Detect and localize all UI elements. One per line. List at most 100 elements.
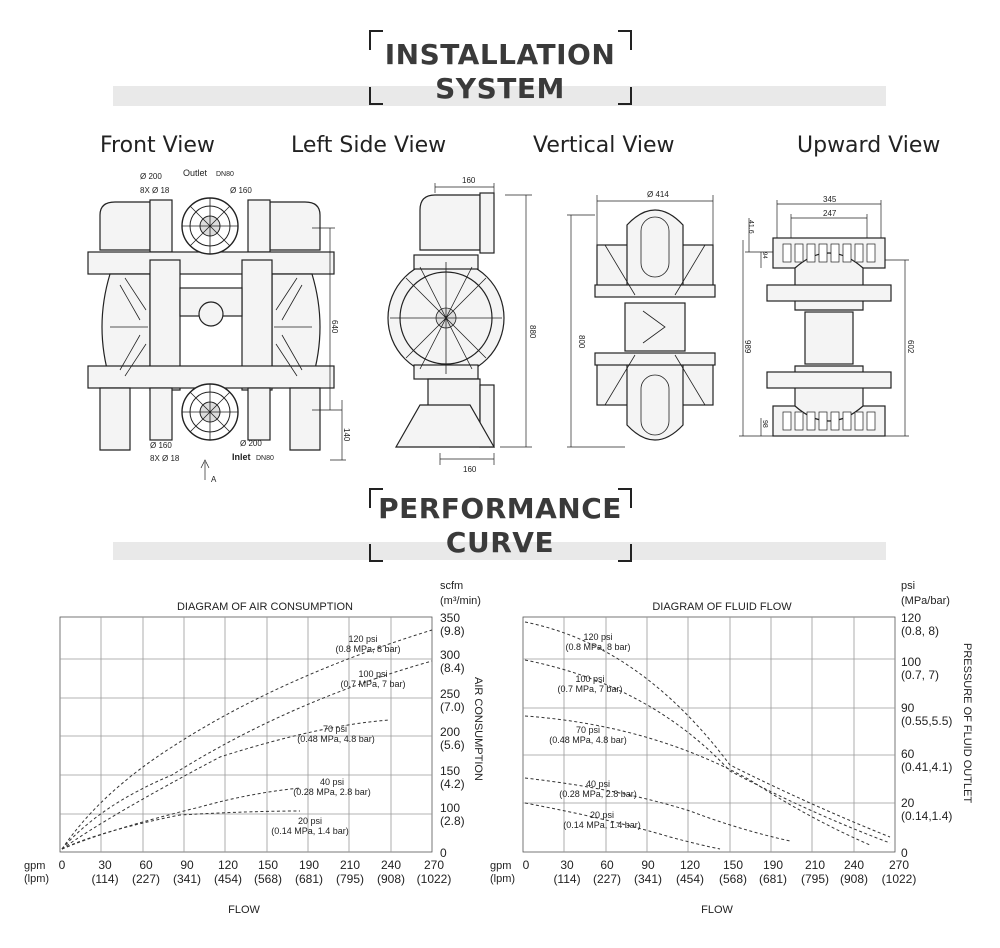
right-tick: 20 [901,796,915,810]
curve-sublabel-120: (0.8 MPa, 8 bar) [565,642,630,652]
curve-sublabel-100: (0.7 MPa, 7 bar) [340,679,405,689]
right-tick-sub: (5.6) [440,738,465,752]
x-tick-sub: (1022) [882,872,917,886]
right-tick: 0 [901,846,908,860]
bracket-bl [369,544,383,562]
front-view-drawing: Outlet DN80 Ø 200 8X Ø 18 Ø 160 640 140 … [87,168,350,484]
dim-140-label: 140 [342,428,350,442]
x-tick: 150 [258,858,278,872]
curve-label-100: 100 psi [358,669,387,679]
x-tick-sub: (114) [91,872,118,886]
right-tick: 350 [440,611,460,625]
x-tick: 120 [680,858,700,872]
outlet-dn-label: DN80 [216,171,234,178]
x-tick: 190 [763,858,783,872]
x-axis-title: FLOW [701,904,733,916]
x-tick-sub: (681) [295,872,323,886]
x-tick: 60 [139,858,153,872]
upward-dim-98: 98 [761,420,768,428]
x-tick: 240 [381,858,401,872]
vertical-view-drawing: Ø 414 800 [567,190,716,448]
performance-header: PERFORMANCE CURVE [0,488,1000,563]
grid [522,616,896,853]
x-tick-sub: (454) [214,872,242,886]
bracket-tr [618,30,632,50]
vertical-dim-414: Ø 414 [647,190,669,199]
x-tick: 60 [600,858,614,872]
right-tick: 90 [901,701,915,715]
upward-dim-602: 602 [906,340,915,354]
x-tick-sub: (341) [634,872,662,886]
right-ticks: 350 (9.8) 300 (8.4) 250 (7.0) 200 (5.6) … [440,611,465,860]
right-tick: 200 [440,725,460,739]
pressure-curves [61,629,433,850]
curve-label-100: 100 psi [575,674,604,684]
curve-label-120: 120 psi [348,634,377,644]
right-tick-sub: (0.41,4.1) [901,760,952,774]
curve-sublabel-20: (0.14 MPa, 1.4 bar) [271,826,349,836]
installation-title-line2: SYSTEM [435,72,565,105]
chart-title: DIAGRAM OF AIR CONSUMPTION [177,601,353,613]
x-tick: 270 [889,858,909,872]
x-tick-sub: (568) [719,872,747,886]
x-tick-sub: (1022) [417,872,452,886]
performance-title-line1: PERFORMANCE [378,492,622,525]
bracket-tl [369,488,383,508]
right-tick: 100 [901,655,921,669]
x-tick-sub: (341) [173,872,201,886]
vertical-view-title: Vertical View [533,133,675,158]
upward-dim-345: 345 [823,195,837,204]
left-dim-880: 880 [528,325,537,339]
curve-sublabel-40: (0.28 MPa, 2.8 bar) [293,787,371,797]
right-unit-1: scfm [440,580,463,592]
x-tick-sub: (454) [676,872,704,886]
right-tick-sub: (4.2) [440,777,465,791]
x-tick-sub: (227) [132,872,160,886]
d160-top-label: Ø 160 [230,186,252,195]
right-tick-sub: (0.7, 7) [901,668,939,682]
x-tick-sub: (681) [759,872,787,886]
x-axis-title: FLOW [228,904,260,916]
holes-top-label: 8X Ø 18 [140,186,170,195]
right-tick: 60 [901,747,915,761]
right-tick-sub: (0.55,5.5) [901,714,952,728]
right-axis-title: AIR CONSUMPTION [472,677,484,781]
right-tick-sub: (7.0) [440,700,465,714]
x-unit-1: gpm [24,860,45,872]
inlet-label: Inlet [232,452,251,462]
curve-sublabel-70: (0.48 MPa, 4.8 bar) [549,735,627,745]
x-tick: 90 [180,858,194,872]
x-ticks: 0 30 (114) 60 (227) 90 (341) 120 (454) 1… [59,858,452,886]
upward-dim-94: 94 [761,252,767,259]
curve-label-20: 20 psi [298,816,322,826]
x-tick: 0 [59,858,66,872]
right-tick-sub: (2.8) [440,814,465,828]
curve-label-40: 40 psi [320,777,344,787]
right-unit-2: (MPa/bar) [901,595,950,607]
right-tick-sub: (0.14,1.4) [901,809,952,823]
x-tick-sub: (908) [840,872,868,886]
curve-label-20: 20 psi [590,810,614,820]
left-side-view-drawing: 160 880 160 [387,176,537,474]
x-unit-1: gpm [490,860,511,872]
curve-sublabel-70: (0.48 MPa, 4.8 bar) [297,734,375,744]
right-tick-sub: (8.4) [440,661,465,675]
bracket-tl [369,30,383,50]
upward-dim-41-6: 41.6 [747,220,754,234]
fluid-flow-chart: DIAGRAM OF FLUID FLOW psi (MPa/bar) PRES… [490,580,973,916]
x-tick: 90 [641,858,655,872]
inlet-port-icon [181,383,239,441]
performance-title-line2: CURVE [445,526,555,559]
header-bar [113,542,886,560]
x-tick: 240 [844,858,864,872]
right-unit-1: psi [901,580,915,592]
x-tick-sub: (908) [377,872,405,886]
right-unit-2: (m³/min) [440,595,481,607]
curve-label-40: 40 psi [586,779,610,789]
installation-title-line1: INSTALLATION [384,38,616,71]
x-tick: 190 [299,858,319,872]
x-tick-sub: (568) [254,872,282,886]
right-tick: 250 [440,687,460,701]
x-tick: 120 [218,858,238,872]
bracket-bl [369,87,383,105]
